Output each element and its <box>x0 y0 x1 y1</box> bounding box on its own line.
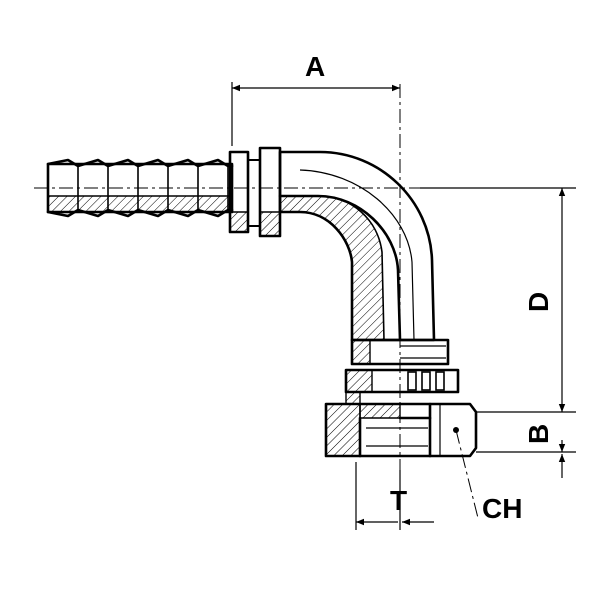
dimension-label-b: B <box>523 424 554 444</box>
dimension-label-ch: CH <box>482 493 522 524</box>
dimension-a <box>231 82 400 146</box>
dimension-b <box>476 440 576 478</box>
collar-rings <box>228 146 282 238</box>
dimension-label-t: T <box>390 485 407 516</box>
elbow-body <box>278 150 436 342</box>
dimension-ch-leader <box>455 429 479 519</box>
center-lines <box>34 84 420 470</box>
dimension-d <box>420 187 576 413</box>
dimension-label-d: D <box>523 292 554 312</box>
dimension-label-a: A <box>305 51 325 82</box>
dimension-t <box>355 462 434 530</box>
swivel-nut <box>324 338 478 458</box>
